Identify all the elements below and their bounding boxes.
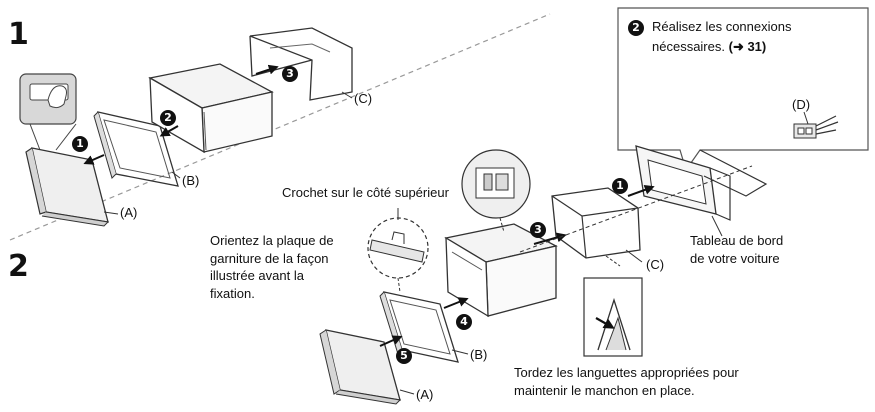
sleeve-c-2 bbox=[551, 187, 643, 263]
arrow-step-2-s1 bbox=[159, 125, 179, 137]
connector-plug-icon bbox=[793, 111, 839, 139]
assembly-axis bbox=[519, 165, 753, 253]
label-part-c-1: (C) bbox=[354, 91, 373, 106]
step-badge-2-s1: 2 bbox=[160, 110, 176, 126]
arrow-step-3-s2 bbox=[533, 232, 567, 245]
leader-c-1 bbox=[341, 91, 353, 99]
callout-text-line2: nécessaires. (➜ 31) bbox=[652, 38, 766, 56]
sleeve-c-1 bbox=[249, 27, 353, 101]
note-bend-tabs: Tordez les languettes appropriées pour m… bbox=[514, 365, 739, 398]
label-part-d: (D) bbox=[792, 97, 811, 112]
callout-badge: 2 bbox=[628, 20, 644, 36]
callout-page-ref: (➜ 31) bbox=[728, 39, 767, 54]
callout-text-line1: Réalisez les connexions bbox=[652, 19, 792, 34]
arrow-step-5-s2 bbox=[379, 335, 403, 347]
main-unit-1 bbox=[148, 63, 274, 154]
arrow-step-1-s1 bbox=[83, 154, 105, 165]
leader-a-1 bbox=[103, 211, 119, 215]
step-badge-4-s2: 4 bbox=[456, 314, 472, 330]
step-badge-3-s2: 3 bbox=[530, 222, 546, 238]
main-unit-2 bbox=[444, 223, 558, 318]
unit-detail-inset bbox=[461, 149, 531, 233]
trim-plate-b-2 bbox=[379, 291, 459, 363]
arrow-step-1-s2 bbox=[627, 185, 655, 197]
step-number-2: 2 bbox=[8, 249, 29, 284]
step-number-1: 1 bbox=[8, 17, 29, 52]
label-part-a-2: (A) bbox=[416, 387, 434, 402]
label-part-b-1: (B) bbox=[182, 173, 200, 188]
leader-a-2 bbox=[399, 389, 415, 395]
label-part-c-2: (C) bbox=[646, 257, 665, 272]
step-badge-1-s1: 1 bbox=[72, 136, 88, 152]
note-dashboard: Tableau de bord de votre voiture bbox=[690, 233, 784, 266]
arrow-step-4-s2 bbox=[443, 297, 469, 309]
step-badge-3-s1: 3 bbox=[282, 66, 298, 82]
leader-b-1 bbox=[171, 171, 181, 179]
section-divider bbox=[9, 13, 551, 241]
note-hook: Crochet sur le côté supérieur bbox=[282, 185, 449, 200]
trim-plate-b-1 bbox=[93, 111, 179, 187]
arrow-step-3-s1 bbox=[255, 64, 279, 75]
step-badge-5-s2: 5 bbox=[396, 348, 412, 364]
car-dashboard bbox=[635, 145, 768, 237]
faceplate-a-1 bbox=[25, 147, 110, 227]
step-badge-1-s2: 1 bbox=[612, 178, 628, 194]
leader-b-2 bbox=[451, 349, 469, 355]
note-orient-trim: Orientez la plaque de garniture de la fa… bbox=[210, 233, 334, 301]
label-part-a-1: (A) bbox=[120, 205, 138, 220]
label-part-b-2: (B) bbox=[470, 347, 488, 362]
hand-press-icon bbox=[19, 73, 77, 151]
bend-tabs-inset bbox=[583, 255, 643, 357]
hook-detail-inset bbox=[367, 208, 429, 293]
faceplate-a-2 bbox=[319, 329, 402, 405]
callout-text-main: nécessaires. bbox=[652, 39, 725, 54]
